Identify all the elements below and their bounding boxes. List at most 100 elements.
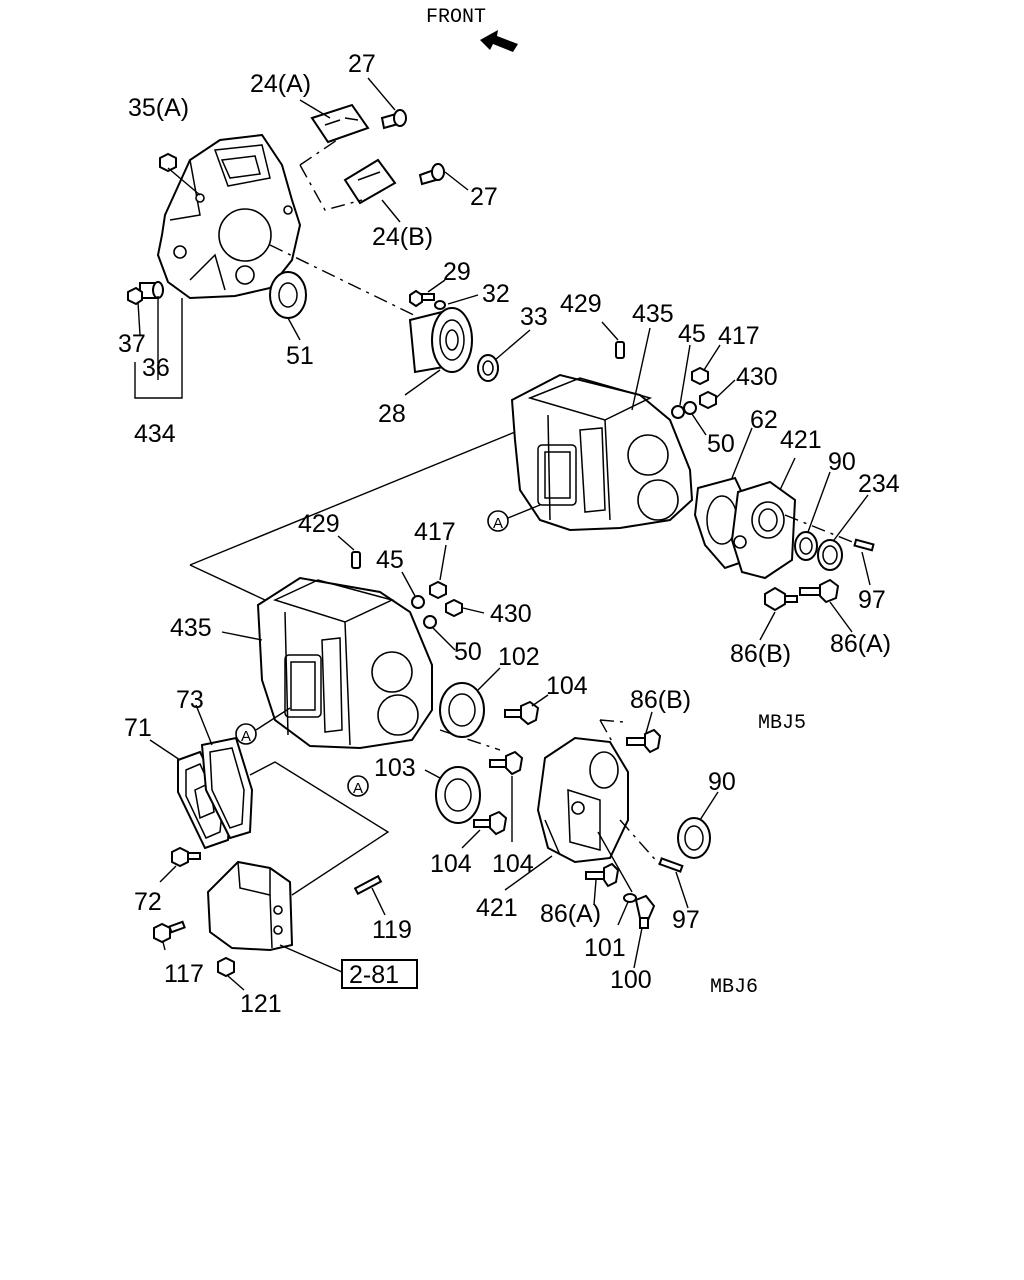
leader-62 [731,427,753,479]
retainer-28 [408,307,473,374]
label-p50b: 50 [454,638,482,666]
label-p50a: 50 [707,430,735,458]
label-p72: 72 [134,888,162,916]
washer-45b [411,595,425,609]
label-p101: 101 [584,934,626,962]
leader-100 [633,927,643,969]
bolt-27b [418,163,445,186]
dowel-429b [351,551,361,569]
pin-97b [658,857,684,873]
label-p234: 234 [858,470,900,498]
oring-101 [623,893,637,903]
washer-32 [434,300,446,310]
label-p121: 121 [240,990,282,1018]
transmission-case-upper [510,373,694,532]
leader-86b-upper [759,611,776,641]
plate-24a [310,103,370,144]
leader-ref-2-81 [279,944,343,973]
view-marker-a-2 [235,723,257,745]
leader-73 [195,704,213,746]
bolt-86a-upper [799,578,840,604]
leader-86a-lower [593,879,597,906]
gasket-73 [200,736,254,840]
leader-429a [601,321,619,341]
leader-429b [337,535,355,551]
leader-417b [439,544,447,581]
label-p86aA: 86(A) [830,630,891,658]
extension-housing-421b [536,736,629,864]
washer-50b [423,615,437,629]
label-p90a: 90 [828,448,856,476]
label-p97b: 97 [672,906,700,934]
view-marker-a-1-text: A [493,515,503,532]
alignment-bracket-a [249,761,390,896]
leader-24b [381,199,401,223]
leader-37 [137,301,141,336]
alignment-line-lower [189,564,266,601]
label-p117: 117 [164,960,204,988]
washer-50a [683,401,697,415]
bolt-86b-lower [626,728,662,754]
leader-435a [631,327,651,411]
cover-102 [439,682,485,738]
leader-27b [444,171,469,191]
leader-45a [679,344,691,406]
bell-housing [156,133,302,300]
dashline-97b [619,819,661,866]
plug-417a [691,366,709,386]
view-marker-a-3-text: A [353,780,363,797]
plug-36 [139,281,164,299]
bolt-104b [473,810,508,836]
washer-45a [671,405,685,419]
label-p417a: 417 [718,322,760,350]
leader-90b [699,791,719,821]
sleeve-234 [817,539,843,571]
bolt-104a [504,700,540,726]
pin-97a [853,538,875,552]
label-p97a: 97 [858,586,886,614]
bolt-104-mid [489,750,524,776]
bolt-37 [127,286,143,306]
bearing-33 [477,354,499,382]
leader-86b-lower [645,711,653,734]
plug-417b [429,580,447,600]
label-p104b: 104 [430,850,472,878]
label-p90b: 90 [708,768,736,796]
label-p421b: 421 [476,894,518,922]
leader-71 [149,739,181,761]
leader-103 [424,769,441,779]
label-p24b: 24(B) [372,223,433,251]
view-marker-a-2-text: A [241,728,251,745]
nut-121 [217,956,235,978]
label-p100: 100 [610,966,652,994]
leader-50b [432,627,456,651]
leader-27a [367,77,396,111]
dashline-102 [439,729,501,751]
leader-117 [162,941,166,951]
label-p421a: 421 [780,426,822,454]
reference-box-2-81: 2-81 [341,959,418,989]
label-p35a: 35(A) [128,94,189,122]
bolt-29 [409,289,435,308]
reference-box-2-81-text: 2-81 [349,961,399,989]
label-p104c: 104 [492,850,534,878]
label-p33: 33 [520,303,548,331]
leader-86a-upper [829,601,853,633]
front-direction-arrow-icon [480,30,518,52]
leader-29 [427,279,446,293]
leader-45b [401,571,416,597]
leader-97b [675,871,689,909]
label-p430a: 430 [736,363,778,391]
leader-102 [477,667,501,691]
bolt-72 [171,846,201,868]
leader-430a [715,379,736,399]
leader-417a [703,344,721,371]
leader-97a [861,551,871,586]
top-cover-71 [177,750,232,850]
label-p434: 434 [134,420,176,448]
label-section-mbj5: MBJ5 [758,712,806,735]
label-p24a: 24(A) [250,70,311,98]
label-p27a: 27 [348,50,376,78]
label-p36: 36 [142,354,170,382]
leader-234 [833,494,869,541]
